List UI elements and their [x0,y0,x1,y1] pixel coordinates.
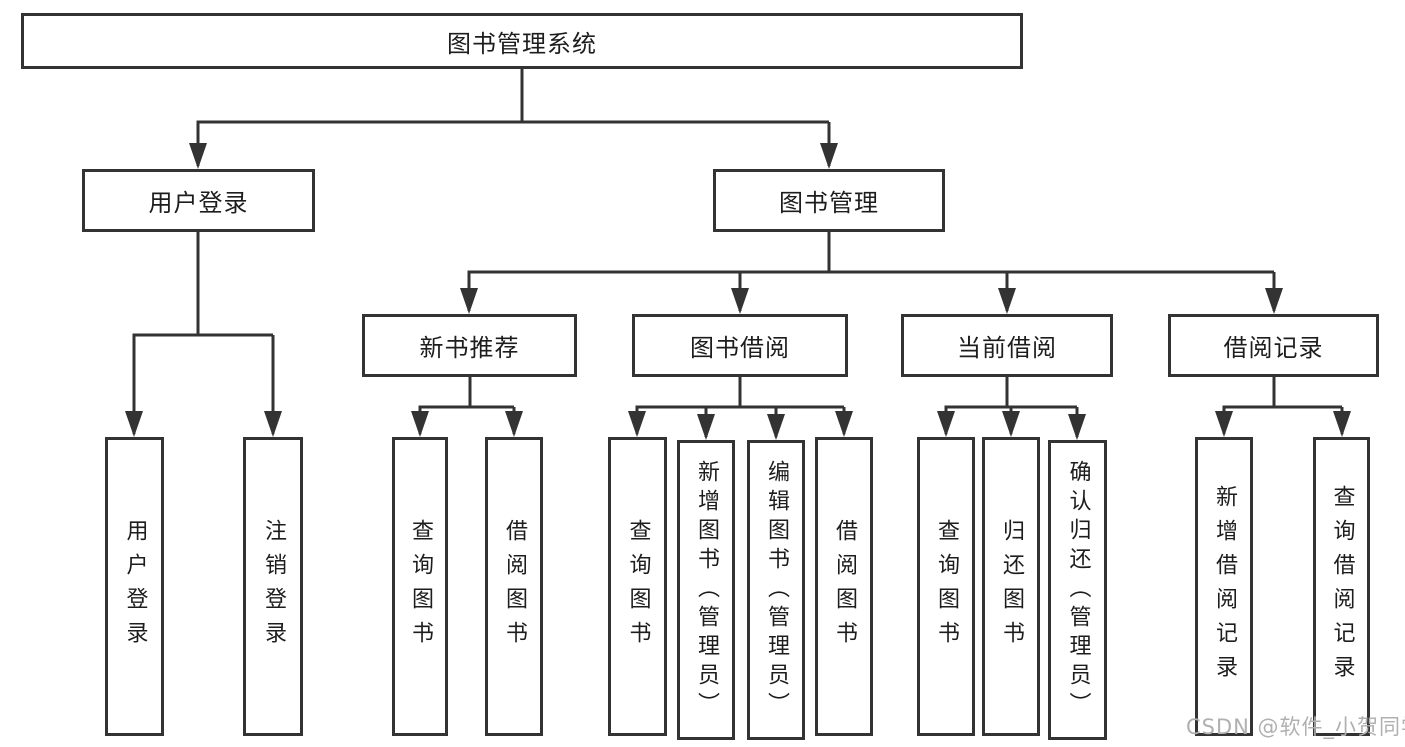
arrowhead [125,411,143,437]
leaf-user-login: 用户登录 [105,437,164,736]
leaf-label: 新增借阅记录 [1212,484,1237,689]
arrowhead [820,143,838,169]
arrowhead [767,414,785,440]
node-borrowing-records: 借阅记录 [1168,314,1379,377]
branch-book-management [467,232,1276,311]
node-library-management-system: 图书管理系统 [21,13,1023,69]
branch-borrowing-records [1222,377,1344,434]
node-current-borrowing: 当前借阅 [901,314,1113,377]
leaf-label: 确认归还（管理员） [1065,459,1091,721]
arrowhead [1333,411,1351,437]
arrowhead [731,288,749,314]
leaf-label: 用户登录 [122,518,148,655]
arrowhead [1068,414,1086,440]
leaf-query-books-borrowing: 查询图书 [608,437,667,736]
leaf-label: 借阅图书 [832,518,857,655]
arrowhead [505,411,523,437]
leaf-label: 查询图书 [625,518,651,655]
node-user-login: 用户登录 [82,169,315,232]
arrowhead [411,411,429,437]
node-book-borrowing: 图书借阅 [632,314,848,377]
arrowhead [835,411,853,437]
arrowhead [1002,411,1020,437]
leaf-logout: 注销登录 [243,437,303,736]
leaf-add-books-admin: 新增图书（管理员） [677,440,735,740]
leaf-borrow-books-recommend: 借阅图书 [485,437,543,736]
leaf-label: 借阅图书 [502,518,527,655]
leaf-label: 注销登录 [261,518,286,655]
leaf-label: 查询图书 [408,518,433,655]
leaf-label: 查询图书 [934,518,959,655]
leaf-label: 归还图书 [999,518,1024,655]
leaf-label: 查询借阅记录 [1329,484,1355,689]
arrowhead [1215,411,1233,437]
arrowhead [697,414,715,440]
arrowhead [264,411,282,437]
arrowhead [937,411,955,437]
arrowhead [189,143,207,169]
arrowhead [998,288,1016,314]
leaf-edit-books-admin: 编辑图书（管理员） [747,440,805,740]
arrowhead [628,411,646,437]
arrowhead [460,288,478,314]
branch-new-book-recommendation [418,377,516,434]
node-new-book-recommendation: 新书推荐 [362,314,577,377]
leaf-confirm-return-admin: 确认归还（管理员） [1048,440,1107,740]
leaf-return-books: 归还图书 [982,437,1040,736]
leaf-label: 编辑图书（管理员） [764,459,789,721]
leaf-label: 新增图书（管理员） [694,459,719,721]
branch-current-borrowing [944,377,1079,437]
leaf-add-borrow-record: 新增借阅记录 [1195,437,1253,736]
branch-user-login [132,232,275,434]
leaf-borrow-books-borrowing: 借阅图书 [815,437,873,736]
csdn-watermark: CSDN @软件_小贺同学 [1186,715,1405,739]
leaf-query-books-recommend: 查询图书 [392,437,448,736]
leaf-query-borrow-record: 查询借阅记录 [1313,437,1370,736]
arrowhead [1265,288,1283,314]
leaf-query-books-current: 查询图书 [917,437,975,736]
node-book-management: 图书管理 [713,169,945,232]
branch-root [196,68,831,166]
branch-book-borrowing [635,377,846,437]
